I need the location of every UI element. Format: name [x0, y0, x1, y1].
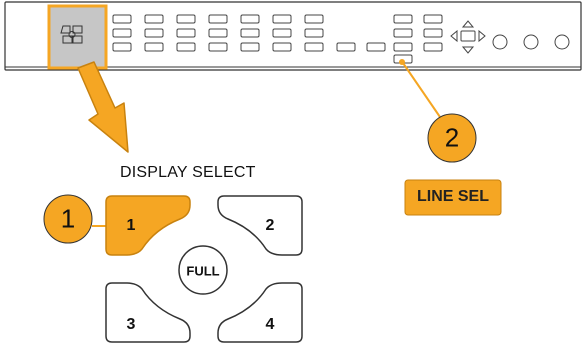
panel-button-top-7[interactable] [304, 14, 324, 24]
panel-round-buttons [492, 34, 570, 50]
panel-button-bottom-1[interactable] [112, 42, 132, 52]
panel-button-bottom-2[interactable] [144, 42, 164, 52]
panel-sel-button-2-3[interactable] [423, 42, 443, 52]
panel-sel-button-1-2[interactable] [393, 28, 413, 38]
panel-button-top-2[interactable] [144, 14, 164, 24]
panel-arrow-cluster [450, 20, 486, 54]
arrow-up-icon [461, 20, 475, 28]
full-button[interactable]: FULL [186, 263, 220, 279]
panel-button-top-4[interactable] [208, 14, 228, 24]
callout-two-leader [399, 59, 441, 118]
panel-sel-button-2-2[interactable] [423, 28, 443, 38]
arrow-left-icon [450, 29, 458, 43]
panel-button-top-3[interactable] [176, 14, 196, 24]
display-button-2-shape [217, 195, 303, 256]
panel-button-mid-7[interactable] [304, 28, 324, 38]
panel-button-mid-3[interactable] [176, 28, 196, 38]
panel-button-bottom-5[interactable] [240, 42, 260, 52]
display-button-4-shape [217, 282, 303, 343]
panel-button-mid-6[interactable] [272, 28, 292, 38]
panel-button-mid-1[interactable] [112, 28, 132, 38]
panel-button-mid-5[interactable] [240, 28, 260, 38]
panel-button-mid-2[interactable] [144, 28, 164, 38]
display-button-4[interactable]: 4 [265, 316, 275, 333]
arrow-right-icon [478, 29, 486, 43]
display-select-cluster [105, 195, 303, 343]
panel-button-top-6[interactable] [272, 14, 292, 24]
display-select-title: DISPLAY SELECT [120, 164, 256, 181]
panel-button-mid-4[interactable] [208, 28, 228, 38]
panel-button-bottom-extra-1[interactable] [336, 42, 356, 52]
panel-button-bottom-4[interactable] [208, 42, 228, 52]
display-button-3-shape [105, 282, 191, 343]
panel-button-top-5[interactable] [240, 14, 260, 24]
panel-display-select-highlight [47, 4, 108, 70]
panel-sel-button-1-3[interactable] [393, 42, 413, 52]
display-button-2[interactable]: 2 [265, 217, 275, 234]
panel-button-bottom-6[interactable] [272, 42, 292, 52]
arrow-down-icon [461, 46, 475, 54]
pointer-arrow [77, 61, 129, 153]
callout-one [43, 194, 114, 244]
line-sel-button[interactable]: LINE SEL [416, 188, 490, 205]
callout-two-circle [427, 113, 477, 163]
display-button-1-shape [105, 195, 191, 256]
display-button-3[interactable]: 3 [126, 316, 136, 333]
panel-button-bottom-7[interactable] [304, 42, 324, 52]
panel-button-top-1[interactable] [112, 14, 132, 24]
callout-two-number: 2 [444, 122, 460, 153]
full-button-shape [178, 245, 228, 295]
panel-button-group [112, 14, 443, 64]
panel-button-bottom-extra-2[interactable] [366, 42, 386, 52]
display-select-icon [60, 25, 83, 44]
panel-sel-button-1-1[interactable] [393, 14, 413, 24]
line-sel-button-shape [404, 179, 502, 216]
panel-button-bottom-3[interactable] [176, 42, 196, 52]
panel-sel-button-2-1[interactable] [423, 14, 443, 24]
callout-one-number: 1 [60, 203, 76, 234]
display-button-1[interactable]: 1 [126, 217, 136, 234]
